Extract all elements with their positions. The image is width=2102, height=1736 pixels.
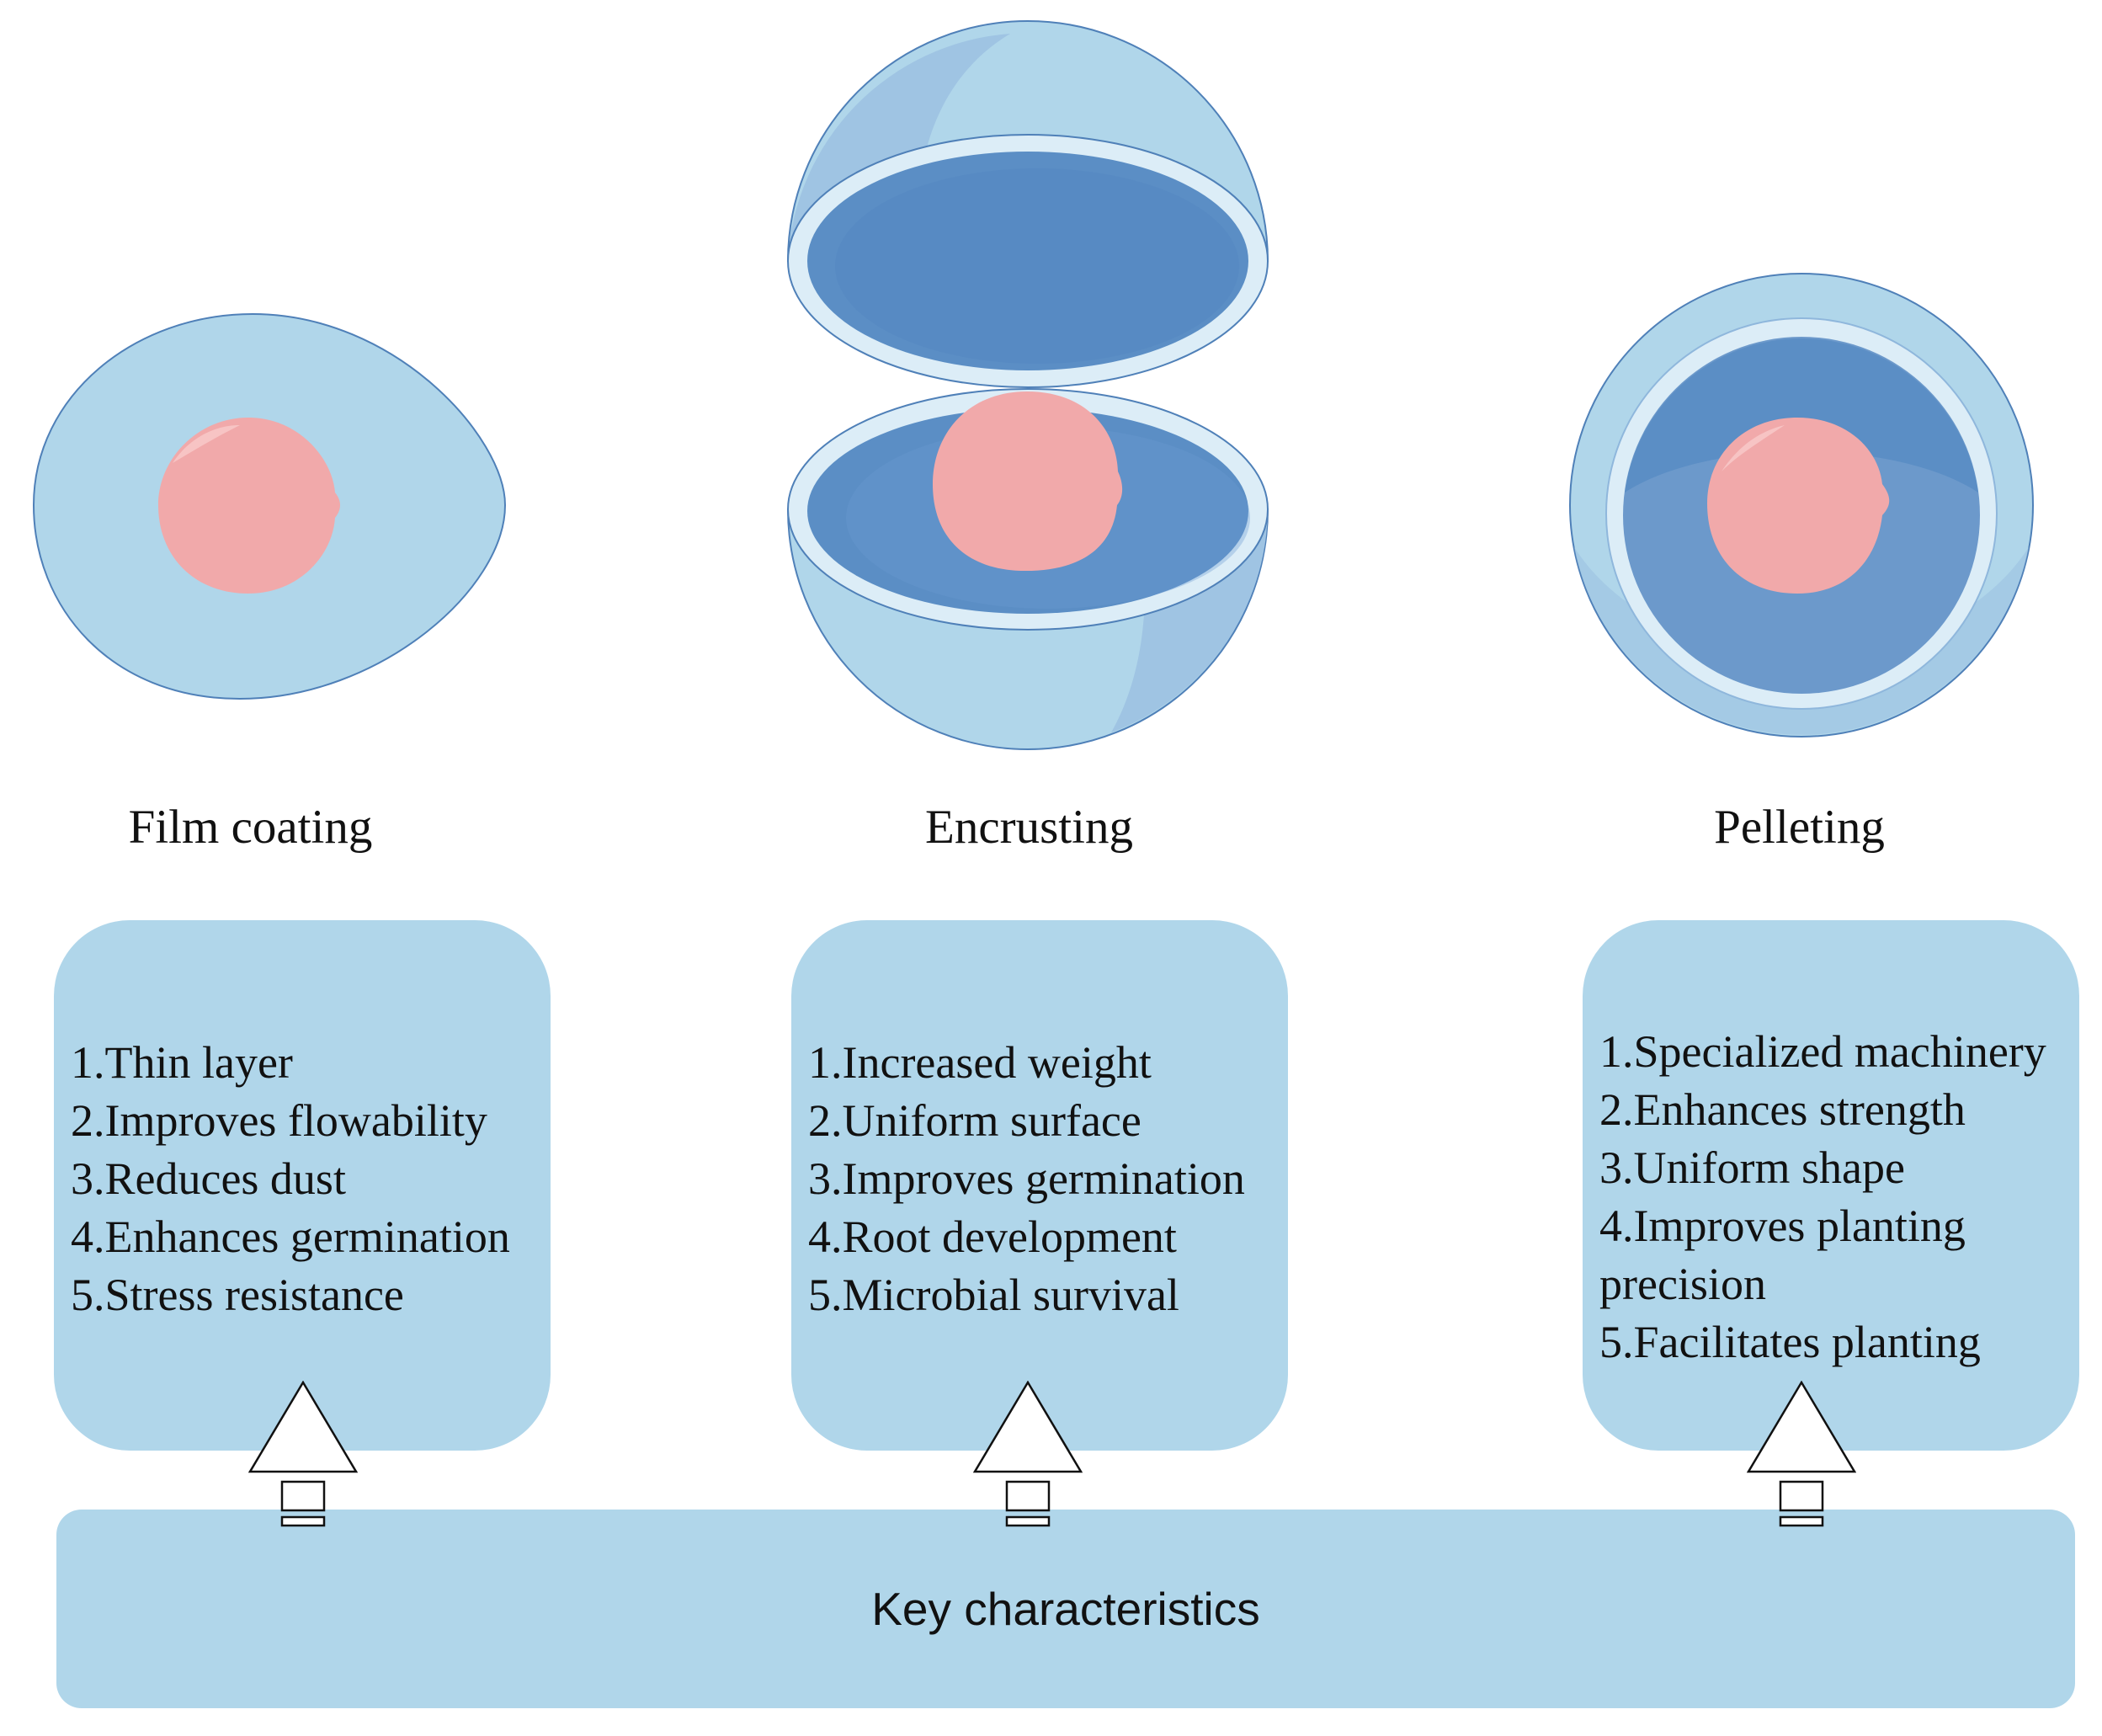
pelleting-illustration <box>1569 273 2034 738</box>
list-item: 1.Specialized machinery <box>1599 1026 2046 1077</box>
encrust-top-inner-shade <box>835 168 1239 364</box>
pelleting-characteristics-list: 1.Specialized machinery 2.Enhances stren… <box>1599 1023 2076 1371</box>
pellet-seed <box>1707 418 1890 594</box>
list-item: 2.Uniform surface <box>808 1095 1141 1146</box>
list-item: 1.Increased weight <box>808 1037 1152 1088</box>
list-item: 4.Root development <box>808 1211 1177 1262</box>
list-item: 3.Uniform shape <box>1599 1142 1905 1193</box>
list-item: 3.Improves germination <box>808 1153 1245 1204</box>
list-item: 2.Improves flowability <box>71 1095 487 1146</box>
pelleting-characteristics-box: 1.Specialized machinery 2.Enhances stren… <box>1583 920 2079 1451</box>
film-coating-illustration <box>32 312 507 700</box>
key-characteristics-label: Key characteristics <box>871 1583 1260 1635</box>
list-item: 4.Improves planting <box>1599 1201 1966 1251</box>
up-arrow-icon <box>973 1381 1083 1527</box>
encrust-top-inner <box>807 152 1248 370</box>
list-item: 5.Stress resistance <box>71 1270 404 1320</box>
film-seed <box>158 418 340 594</box>
up-arrow-icon <box>1747 1381 1856 1527</box>
list-item: 5.Facilitates planting <box>1599 1317 1981 1367</box>
pellet-inner-shade <box>1625 338 1978 493</box>
encrust-seed <box>933 391 1123 571</box>
list-item: 3.Reduces dust <box>71 1153 346 1204</box>
method-label-film-coating: Film coating <box>128 801 373 854</box>
list-item: precision <box>1599 1259 1766 1309</box>
encrusting-characteristics-list: 1.Increased weight 2.Uniform surface 3.I… <box>808 1034 1285 1324</box>
encrusting-illustration <box>786 20 1269 750</box>
method-label-encrusting: Encrusting <box>925 801 1133 854</box>
film-coating-characteristics-list: 1.Thin layer 2.Improves flowability 3.Re… <box>71 1034 547 1324</box>
list-item: 5.Microbial survival <box>808 1270 1179 1320</box>
film-coating-characteristics-box: 1.Thin layer 2.Improves flowability 3.Re… <box>54 920 551 1451</box>
up-arrow-icon <box>248 1381 358 1527</box>
list-item: 1.Thin layer <box>71 1037 293 1088</box>
key-characteristics-bar: Key characteristics <box>56 1510 2075 1708</box>
list-item: 4.Enhances germination <box>71 1211 510 1262</box>
list-item: 2.Enhances strength <box>1599 1084 1966 1135</box>
pellet-outer-shade <box>1574 547 2029 735</box>
method-label-pelleting: Pelleting <box>1714 801 1885 854</box>
encrusting-characteristics-box: 1.Increased weight 2.Uniform surface 3.I… <box>791 920 1288 1451</box>
